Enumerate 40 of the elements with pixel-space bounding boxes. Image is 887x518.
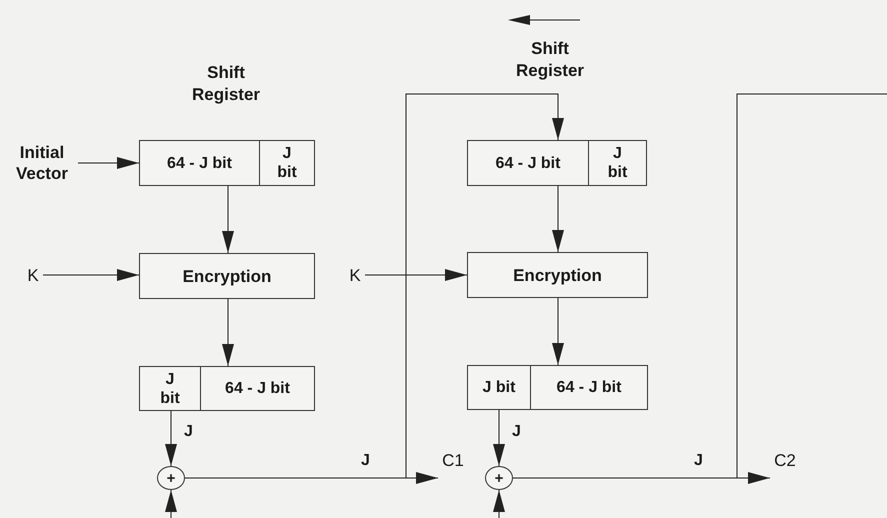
edge-label: J (512, 423, 521, 441)
bit-field-label: 64 - J bit (530, 366, 647, 409)
bit-field-label: J bit (259, 141, 314, 185)
arrow (552, 298, 564, 366)
arrow (552, 186, 564, 252)
register-box (467, 365, 648, 410)
arrow (493, 490, 505, 518)
input-label: C2 (770, 449, 800, 471)
process-box (467, 252, 648, 298)
edge-label: J (694, 452, 703, 470)
register-caption: Shift Register (190, 62, 262, 106)
bit-field-label: J bit (482, 378, 516, 398)
bit-field-label: 64 - J bit (494, 154, 562, 174)
input-label: K (345, 264, 365, 286)
arrow (165, 410, 177, 466)
arrow (222, 298, 234, 366)
xor-symbol: + (485, 466, 513, 490)
arrow (78, 157, 140, 169)
bit-field-label: 64 - J bit (166, 154, 233, 174)
edge-label: J (184, 423, 193, 441)
input-label: C1 (438, 449, 468, 471)
bit-field-label: J bit (588, 141, 646, 185)
register-box (139, 366, 315, 411)
edge-label: J (361, 452, 370, 470)
bit-field-label: 64 - J bit (200, 367, 314, 410)
process-box (139, 253, 315, 299)
xor-symbol: + (157, 466, 185, 490)
arrow (493, 410, 505, 466)
input-label: Initial Vector (6, 140, 78, 186)
register-box (139, 140, 315, 186)
arrow (222, 186, 234, 254)
register-caption: Shift Register (514, 38, 586, 82)
register-box (467, 140, 647, 186)
arrow (364, 269, 468, 281)
bit-field-label: J bit (159, 370, 181, 408)
process-label: Encryption (513, 264, 602, 286)
input-label: K (23, 264, 43, 286)
arrow (165, 490, 177, 518)
arrow (42, 269, 140, 281)
process-label: Encryption (182, 266, 272, 288)
